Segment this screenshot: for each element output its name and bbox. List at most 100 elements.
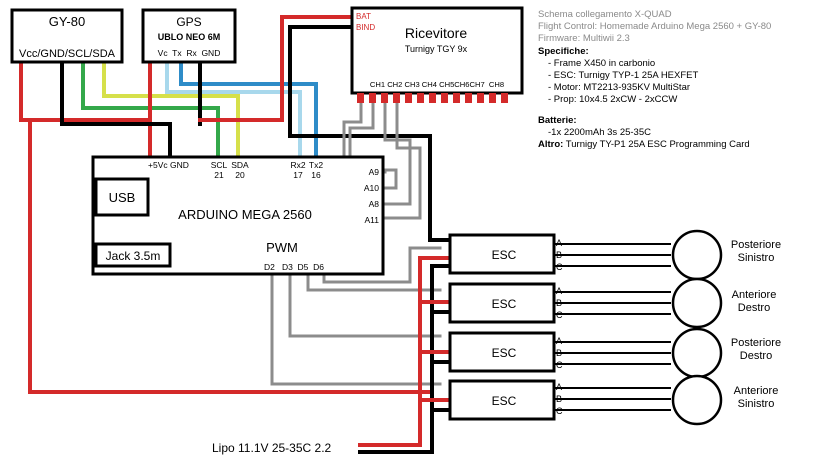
gps-pins: Vc Tx Rx GND [158,48,221,58]
motor-3-line2: Destro [740,350,772,362]
receiver-title: Ricevitore [405,25,467,41]
wire-rx-bind [288,25,452,242]
receiver-pin-headers [357,93,508,103]
gps-module: GPS UBLO NEO 6M Vc Tx Rx GND [141,8,237,64]
esc-motor-lines [554,243,671,411]
usb-label: USB [109,190,136,205]
esc-3: ESC A B C Posteriore Destro [448,327,781,379]
motor-3 [671,327,723,379]
lipo-label: Lipo 11.1V 25-35C 2.2 [212,441,332,455]
notes-battery-title: Batterie: [538,114,577,126]
receiver-bind-label: BIND [356,23,375,32]
pwm-pins: D2 D3 D5 D6 [264,262,324,272]
notes-other-title: Altro: [538,139,564,151]
notes-other-text: Turnigy TY-P1 25A ESC Programming Card [565,139,750,151]
notes-panel: Schema collegamento X-QUAD Flight Contro… [538,9,818,151]
esc-2-label: ESC [492,297,517,311]
tx2-label: Tx2 [309,160,323,170]
notes-line1: Schema collegamento X-QUAD [538,9,672,20]
wire-ch4 [383,93,422,220]
wire-pwm-d5 [306,272,442,292]
esc-3-b: B [556,348,562,358]
esc-4-label: ESC [492,394,517,408]
notes-other: Altro: Turnigy TY-P1 25A ESC Programming… [538,139,818,151]
esc-4: ESC A B C Anteriore Sinistro [448,374,779,426]
esc-1-label: ESC [492,248,517,262]
motor-1 [671,229,723,281]
notes-line3: Firmware: Multiwii 2.3 [538,33,630,45]
receiver-bat-label: BAT [356,12,371,21]
gps-title: GPS [176,15,201,29]
gps-model: UBLO NEO 6M [158,32,221,42]
wire-gy80-gnd [60,58,172,162]
usb-port [94,177,150,217]
pwm-label: PWM [266,240,298,255]
sda-label: SDA [231,160,249,170]
sda-num: 20 [235,170,245,180]
wire-ch3 [383,93,412,206]
rx2-label: Rx2 [290,160,305,170]
motor-2-line2: Destro [738,302,770,314]
esc-1-c: C [556,262,563,272]
motor-4-line1: Anteriore [734,385,779,397]
motor-1-line1: Posteriore [731,239,781,251]
wire-gy80-vcc [19,58,152,162]
mega-title: ARDUINO MEGA 2560 [178,207,312,222]
motor-1-line2: Sinistro [738,252,775,264]
scl-label: SCL [211,160,228,170]
notes-spec3: - Motor: MT2213-935KV MultiStar [548,82,691,94]
esc-3-c: C [556,360,563,370]
a10-label: A10 [364,183,379,193]
esc-4-b: B [556,394,562,404]
wire-pwm-d6 [322,246,442,284]
jack-label: Jack 3.5m [106,249,161,263]
esc-1: ESC A B C Posteriore Sinistro [448,229,781,281]
wire-rail-red-left [28,118,434,394]
notes-spec2: - ESC: Turnigy TYP-1 25A HEXFET [548,70,699,82]
notes-line2: Flight Control: Homemade Arduino Mega 25… [538,21,772,33]
motor-3-line1: Posteriore [731,337,781,349]
notes-spec4: - Prop: 10x4.5 2xCW - 2xCCW [548,94,678,106]
wire-rx-bat [198,15,354,122]
esc-2-b: B [556,298,562,308]
esc-2-c: C [556,310,563,320]
wire-gps-rx [179,58,318,162]
rx2-num: 17 [293,170,303,180]
wire-gy80-sda [102,58,240,162]
esc-1-b: B [556,250,562,260]
motor-4 [671,374,723,426]
tx2-num: 16 [311,170,321,180]
wire-gps-tx [165,58,302,162]
esc-2-a: A [556,286,562,296]
notes-battery1: -1x 2200mAh 3s 25-35C [548,126,651,138]
wire-pwm-d2 [270,272,442,386]
motor-4-line2: Sinistro [738,398,775,410]
gy80-pins: Vcc/GND/SCL/SDA [19,48,116,60]
a8-label: A8 [369,199,380,209]
esc-3-label: ESC [492,346,517,360]
motor-2-line1: Anteriore [732,289,777,301]
receiver-model: Turnigy TGY 9x [405,44,468,54]
notes-spec1: - Frame X450 in carbonio [548,57,656,69]
gy80-title: GY-80 [49,14,85,29]
receiver-module: Ricevitore Turnigy TGY 9x BAT BIND CH1 C… [350,6,524,103]
notes-gap [538,107,818,115]
esc-4-a: A [556,382,562,392]
wire-pwm-d3 [288,272,442,338]
arduino-mega: USB Jack 3.5m ARDUINO MEGA 2560 PWM D2 D… [91,155,385,276]
motor-2 [671,277,723,329]
power-pins: +5Vc GND [148,160,189,170]
esc-3-a: A [556,336,562,346]
notes-specs-title: Specifiche: [538,45,589,57]
esc-2: ESC A B C Anteriore Destro [448,277,777,329]
receiver-channels: CH1 CH2 CH3 CH4 CH5CH6CH7 CH8 [370,80,504,89]
esc-1-a: A [556,238,562,248]
wire-lipo-black [358,264,450,454]
scl-num: 21 [214,170,224,180]
gy80-module: GY-80 Vcc/GND/SCL/SDA [10,8,124,64]
a11-label: A11 [365,215,380,225]
a9-label: A9 [369,167,380,177]
esc-4-c: C [556,406,563,416]
jack-port [94,242,172,268]
